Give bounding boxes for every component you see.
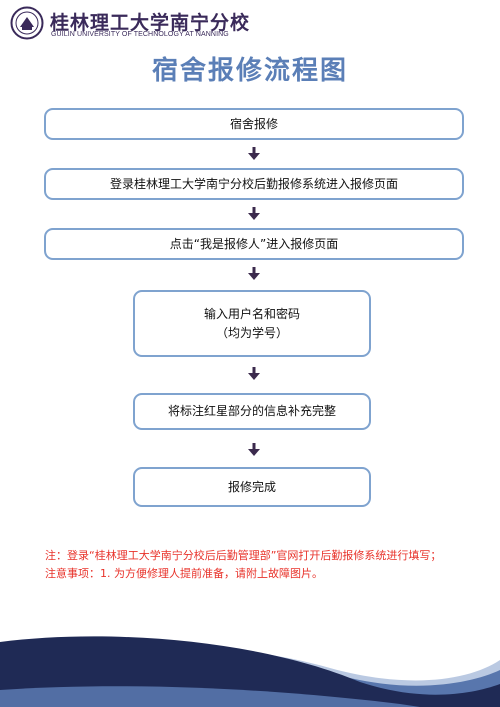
flow-step-label: 宿舍报修	[229, 116, 278, 131]
flow-step-6: 报修完成	[133, 467, 371, 507]
flow-step-label: 输入用户名和密码	[203, 306, 300, 321]
school-name: 桂林理工大学南宁分校	[50, 12, 251, 34]
arrow-down-icon	[248, 443, 260, 456]
flow-step-label: 点击“我是报修人”进入报修页面	[169, 236, 339, 251]
arrow-down-icon	[248, 147, 260, 160]
school-name-en: GUILIN UNIVERSITY OF TECHNOLOGY AT NANNI…	[51, 31, 229, 38]
flow-step-label: 登录桂林理工大学南宁分校后勤报修系统进入报修页面	[109, 176, 398, 191]
arrow-down-icon	[248, 367, 260, 380]
flow-step-4: 输入用户名和密码 （均为学号）	[133, 290, 371, 357]
flow-step-1: 宿舍报修	[44, 108, 464, 140]
flow-step-5: 将标注红星部分的信息补充完整	[133, 393, 371, 430]
arrow-down-icon	[248, 207, 260, 220]
note-line-2: 注意事项：1. 为方便修理人提前准备，请附上故障图片。	[45, 567, 323, 580]
flow-step-sublabel: （均为学号）	[215, 325, 288, 340]
school-header: 桂林理工大学南宁分校 GUILIN UNIVERSITY OF TECHNOLO…	[10, 6, 249, 42]
flow-step-2: 登录桂林理工大学南宁分校后勤报修系统进入报修页面	[44, 168, 464, 200]
flow-step-3: 点击“我是报修人”进入报修页面	[44, 228, 464, 260]
flow-step-label: 报修完成	[227, 479, 276, 494]
page-title: 宿舍报修流程图	[151, 56, 348, 86]
arrow-down-icon	[248, 267, 260, 280]
note-line-1: 注：登录“桂林理工大学南宁分校后后勤管理部”官网打开后勤报修系统进行填写；	[45, 549, 442, 562]
decorative-waves	[0, 636, 500, 707]
school-emblem-icon	[10, 6, 44, 40]
flow-step-label: 将标注红星部分的信息补充完整	[167, 404, 336, 419]
